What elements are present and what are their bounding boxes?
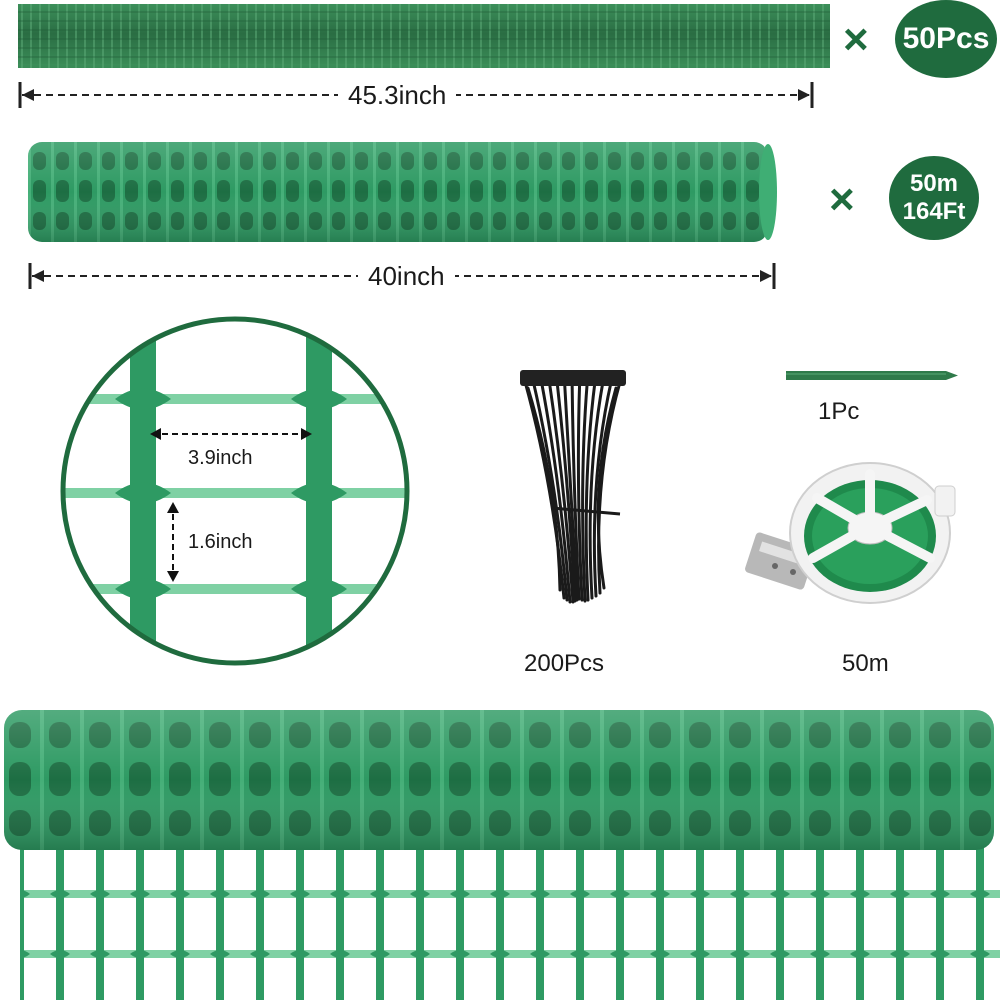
roll-length-metric: 50m <box>909 170 959 197</box>
twist-tie-length: 50m <box>842 650 889 677</box>
stakes-quantity-badge: 50Pcs <box>895 0 997 78</box>
mesh-detail-circle <box>60 316 410 666</box>
mesh-opening-height-label: 1.6inch <box>188 531 253 553</box>
multiply-icon: × <box>829 175 855 224</box>
roll-length-badge: 50m 164Ft <box>889 156 979 240</box>
single-stake-quantity: 1Pc <box>818 398 860 425</box>
single-stake <box>786 371 958 380</box>
stakes-length-dimension-line <box>18 82 814 108</box>
zip-ties-quantity: 200Pcs <box>524 650 605 677</box>
roll-height-label: 40inch <box>358 261 455 291</box>
roll-height-dimension-line <box>28 263 776 289</box>
stakes-quantity-text: 50Pcs <box>902 22 990 55</box>
stakes-length-label: 45.3inch <box>338 80 457 110</box>
roll-length-imperial: 164Ft <box>902 198 966 225</box>
unrolled-fence <box>4 710 1000 1000</box>
fence-roll <box>28 142 777 242</box>
mesh-opening-width-label: 3.9inch <box>188 447 253 469</box>
zip-ties-bundle <box>520 370 626 604</box>
multiply-icon: × <box>843 15 869 64</box>
twist-tie-spool <box>745 462 956 604</box>
garden-stakes-bundle <box>18 4 830 68</box>
